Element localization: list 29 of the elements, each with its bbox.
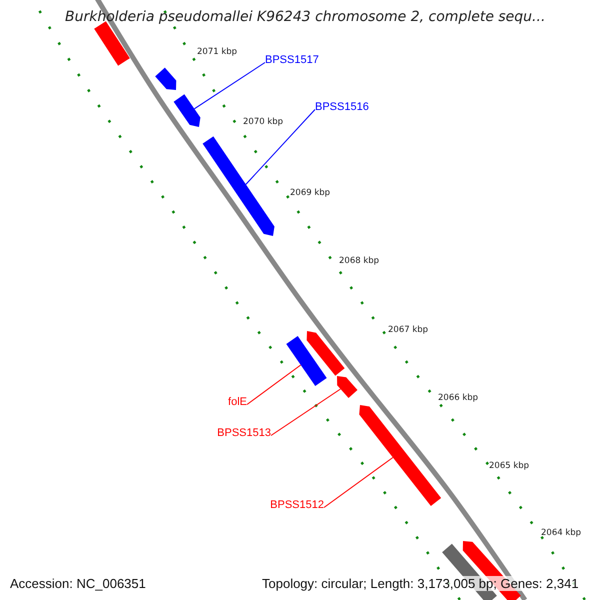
- scale-label: 2069 kbp: [290, 188, 330, 198]
- scale-label: 2064 kbp: [541, 528, 582, 538]
- gene-label: BPSS1516: [315, 101, 369, 114]
- gene-feature: [94, 21, 130, 66]
- gene-feature: [202, 136, 274, 236]
- gene-feature: [306, 331, 345, 376]
- accession-text: Accession: NC_006351: [10, 576, 146, 591]
- gene-label: folE: [228, 396, 247, 409]
- gene-label: BPSS1512: [270, 499, 324, 512]
- leader-line: [194, 62, 266, 110]
- gene-feature: [155, 68, 176, 90]
- leader-line: [270, 388, 342, 436]
- scale-label: 2071 kbp: [197, 47, 238, 57]
- scale-label: 2066 kbp: [438, 393, 478, 403]
- leader-line: [245, 109, 316, 185]
- scale-label: 2068 kbp: [339, 256, 380, 266]
- gene-feature: [337, 376, 358, 398]
- gene-label: BPSS1513: [217, 427, 271, 440]
- sequence-info-text: Topology: circular; Length: 3,173,005 bp; Genes: 2,341: [262, 576, 579, 591]
- gene-feature: [286, 336, 327, 386]
- gene-feature: [174, 94, 200, 127]
- leader-line: [246, 364, 302, 405]
- gene-feature: [359, 405, 442, 506]
- scale-label: 2070 kbp: [243, 117, 284, 127]
- map-title: Burkholderia pseudomallei K96243 chromosome 2, complete sequ...: [65, 9, 546, 26]
- gene-label: BPSS1517: [265, 54, 319, 67]
- scale-label: 2065 kbp: [489, 461, 530, 471]
- leader-line: [324, 457, 394, 508]
- scale-label: 2067 kbp: [388, 325, 428, 335]
